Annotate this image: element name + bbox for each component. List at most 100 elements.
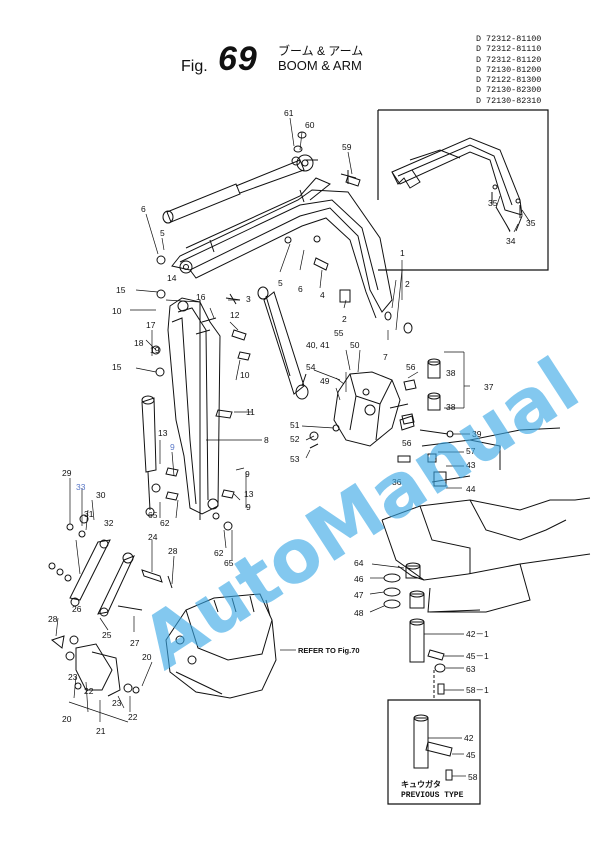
callout-57: 57 [466,446,476,456]
callout-53: 53 [290,454,300,464]
callout-21: 21 [96,726,106,736]
figure-number: 69 [218,40,258,78]
callout-2: 2 [405,279,410,289]
callout-34: 34 [506,236,516,246]
bucket-links [50,635,140,697]
callout-12: 12 [230,310,240,320]
callout-39: 39 [472,429,482,439]
washer-65 [151,483,161,493]
callout-58-1: 58－1 [466,685,489,695]
callout-35: 35 [488,198,498,208]
callout-13: 13 [158,428,168,438]
leader-lines [55,117,531,777]
callout-38b: 38 [446,402,456,412]
dipper-arm [167,297,221,520]
pin-59 [345,175,361,187]
callout-44: 44 [466,484,476,494]
title-japanese: ブーム & アーム [278,44,364,58]
model-number: D 72130-81200 [476,64,542,75]
bolt-57 [427,453,437,463]
callout-9c: 9 [246,502,251,512]
callout-18: 18 [134,338,144,348]
callout-51: 51 [290,420,300,430]
callout-50: 50 [350,340,360,350]
model-number: D 72130-82310 [476,95,542,106]
callout-4: 4 [320,290,325,300]
callout-42-1: 42－1 [466,629,489,639]
bolt-53 [309,443,319,449]
callout-32: 32 [104,518,114,528]
callout-64: 64 [354,558,364,568]
washer-52 [309,431,319,441]
previous-type-box [387,670,481,805]
bucket [165,593,277,699]
bushing-10 [237,351,251,361]
bushing-56-top [403,379,417,391]
swing-bracket [333,371,415,447]
callout-62: 62 [160,518,170,528]
callout-56: 56 [406,362,416,372]
callout-60: 60 [305,120,315,130]
callout-6b: 6 [298,284,303,294]
callout-28b: 28 [48,614,58,624]
callout-45: 45 [466,750,476,760]
model-number: D 72312-81120 [476,54,542,65]
previous-type-caption: キュウガタ PREVIOUS TYPE [401,781,463,801]
bushing-38-top [427,361,441,379]
pin-3 [225,293,241,305]
callout-37: 37 [484,382,494,392]
refer-fig70-label: REFER TO Fig.70 [298,646,360,655]
callout-7: 7 [383,352,388,362]
callout-30: 30 [96,490,106,500]
callout-8: 8 [264,435,269,445]
callout-1: 1 [400,248,405,258]
title-english: BOOM & ARM [278,58,362,73]
callout-19: 19 [150,345,160,355]
callout-46: 46 [354,574,364,584]
callout-28: 28 [168,546,178,556]
bushing-13 [165,467,179,477]
callout-38: 38 [446,368,456,378]
callout-20b: 20 [62,714,72,724]
callout-3: 3 [246,294,251,304]
bushing-4 [313,257,329,271]
callout-65: 65 [148,510,158,520]
figure-prefix: Fig. [181,58,208,75]
callout-63: 63 [466,664,476,674]
callout-40-41: 40, 41 [306,340,330,350]
callout-13b: 13 [244,489,254,499]
previous-type-jp: キュウガタ [401,781,441,790]
washer-60 [291,156,301,166]
washer-left-c [64,574,72,582]
callout-59: 59 [342,142,352,152]
callout-48: 48 [354,608,364,618]
callout-10b: 10 [240,370,250,380]
callout-17: 17 [146,320,156,330]
part-number-labels: 61 60 59 6 5 1 2 5 6 4 2 3 14 15 16 10 1… [48,108,536,782]
bushing-38-bottom [427,395,441,411]
washer-15-top [156,289,166,299]
bushing-9 [165,491,179,501]
bushing-2 [339,289,351,303]
bucket-cylinder [141,395,157,517]
washer-62 [223,521,233,531]
pin-36 [397,455,411,463]
bushing-38-bottom-cap [427,392,441,400]
callout-22b: 22 [128,712,138,722]
callout-31: 31 [84,509,94,519]
callout-61: 61 [284,108,294,118]
callout-25: 25 [102,630,112,640]
machine-frame [381,427,591,613]
callout-36: 36 [392,477,402,487]
callout-43: 43 [466,460,476,470]
callout-23b: 23 [112,698,122,708]
pin-12 [231,329,247,341]
model-number: D 72312-81110 [476,44,542,55]
callout-52: 52 [290,434,300,444]
callout-5b: 5 [278,278,283,288]
callout-23: 23 [68,672,78,682]
boom-arm-main [171,177,413,334]
model-number-list: D 72312-81100 D 72312-81110 D 72312-8112… [476,34,541,106]
